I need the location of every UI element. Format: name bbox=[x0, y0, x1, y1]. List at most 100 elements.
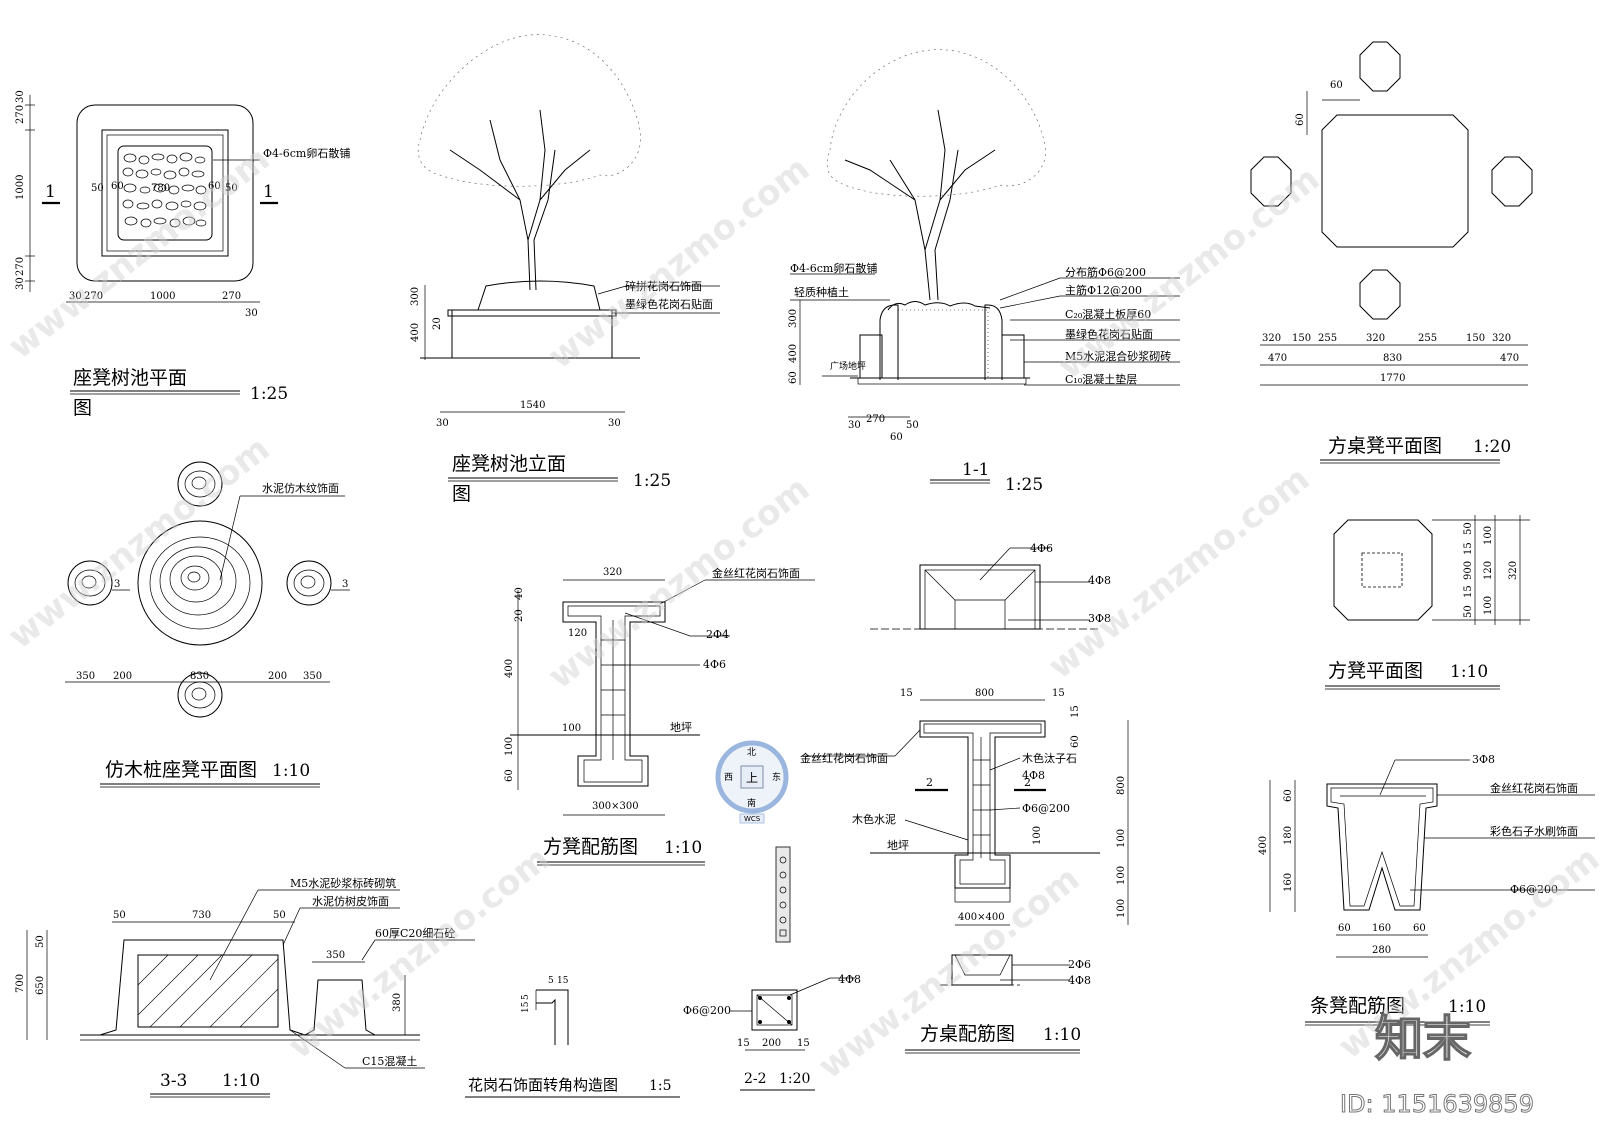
dim: 15 bbox=[900, 688, 913, 699]
granite-corner-title: 花岗石饰面转角构造图 bbox=[468, 1076, 618, 1094]
note: 墨绿色花岗石贴面 bbox=[1065, 327, 1153, 341]
dim: 15 bbox=[1463, 585, 1474, 598]
dim: 60 bbox=[1295, 113, 1306, 126]
note: 木色汰子石 bbox=[1022, 751, 1077, 765]
dim: 300 bbox=[410, 287, 421, 306]
viewcube-south[interactable]: 南 bbox=[747, 797, 756, 809]
section-mark: 2 bbox=[1024, 776, 1031, 789]
dim: 320 bbox=[1366, 333, 1385, 344]
viewcube-west[interactable]: 西 bbox=[724, 772, 733, 783]
pebble-fill bbox=[122, 152, 207, 228]
dim: 60 bbox=[1330, 80, 1343, 91]
section-3-3-scale: 1:10 bbox=[222, 1071, 260, 1091]
note: 4Φ8 bbox=[1022, 769, 1045, 782]
dim: 270 bbox=[15, 105, 26, 124]
pool-elevation-view: 碎拼花岗石饰面 墨绿色花岗石贴面 300 20 400 30 1540 30 座… bbox=[410, 34, 720, 505]
dim: 100 bbox=[1483, 526, 1494, 545]
dim: 50 bbox=[1463, 522, 1474, 535]
dim: 1000 bbox=[15, 175, 26, 200]
dim: 730 bbox=[192, 910, 211, 921]
wood-stump-title: 仿木桩座凳平面图 bbox=[105, 759, 257, 781]
dim: 200 bbox=[762, 1038, 781, 1049]
dim: 1770 bbox=[1380, 373, 1405, 384]
pool-plan-view: Φ4-6cm卵石散铺 30 270 1000 270 30 30 270 100… bbox=[15, 90, 350, 419]
stool-plan-view: 50 15 900 15 50 100 120 100 320 方凳平面图 1:… bbox=[1325, 515, 1530, 690]
dim: 5 bbox=[521, 994, 531, 1000]
dim: 800 bbox=[1116, 776, 1127, 795]
dim: 100 bbox=[1483, 596, 1494, 615]
note: 分布筋Φ6@200 bbox=[1065, 265, 1146, 279]
viewcube-east[interactable]: 东 bbox=[772, 771, 781, 783]
bench-rebar-scale: 1:10 bbox=[1448, 997, 1486, 1017]
dim: 60 bbox=[111, 181, 124, 192]
dim: 50 bbox=[113, 910, 126, 921]
dim: 50 bbox=[35, 935, 46, 948]
dim: 320 bbox=[603, 567, 622, 578]
pool-plan-note: Φ4-6cm卵石散铺 bbox=[263, 146, 350, 160]
dim: 60 bbox=[788, 371, 799, 384]
section-2-2-scale: 1:20 bbox=[779, 1071, 810, 1087]
dim: 100 bbox=[1032, 826, 1043, 845]
section-1-1-scale: 1:25 bbox=[1005, 475, 1043, 495]
note: 2Φ6 bbox=[1068, 958, 1091, 971]
dim: 270 bbox=[222, 291, 241, 302]
navigation-bar[interactable] bbox=[775, 846, 791, 943]
section-3-3-title: 3-3 bbox=[160, 1071, 187, 1091]
watermark-text: www.znzmo.com bbox=[1041, 459, 1317, 687]
dim: 350 bbox=[76, 671, 95, 682]
stool-rebar-view: 320 40 20 120 400 100 100 60 300×300 金丝红… bbox=[504, 566, 815, 866]
dim: 120 bbox=[1483, 561, 1494, 580]
note: 4Φ8 bbox=[1068, 974, 1091, 987]
pool-elev-title-2: 图 bbox=[452, 483, 471, 505]
dim: 470 bbox=[1268, 353, 1287, 364]
dim: 150 bbox=[1466, 333, 1485, 344]
watermark-text: www.znzmo.com bbox=[541, 469, 817, 697]
dim: 830 bbox=[1383, 353, 1402, 364]
viewcube-widget[interactable]: 上 北 南 东 西 WCS bbox=[715, 740, 789, 824]
note: 木色水泥 bbox=[852, 812, 896, 826]
dim: 60 bbox=[890, 432, 903, 443]
dim: 1540 bbox=[520, 400, 545, 411]
note: M5水泥混合砂浆砌砖 bbox=[1065, 349, 1171, 363]
viewcube-top-face[interactable]: 上 bbox=[746, 771, 758, 785]
note: 地坪 bbox=[670, 721, 692, 734]
note: 金丝红花岗石饰面 bbox=[1490, 781, 1578, 795]
section-3-3-view: 50 730 50 350 50 650 700 380 M5水泥砂浆标砖砌筑 … bbox=[15, 876, 475, 1098]
dim: 320 bbox=[1508, 561, 1519, 580]
dim: 1000 bbox=[150, 291, 175, 302]
bench-rebar-title: 条凳配筋图 bbox=[1310, 995, 1405, 1017]
dim: 15 bbox=[557, 976, 569, 986]
stool-plan-scale: 1:10 bbox=[1450, 662, 1488, 682]
tree-icon bbox=[417, 34, 641, 291]
note: 主筋Φ12@200 bbox=[1065, 283, 1142, 297]
dim: 60 bbox=[504, 769, 515, 782]
brand-logo: 知末 ID: 1151639859 bbox=[1340, 1010, 1535, 1118]
note: 水泥仿木纹饰面 bbox=[262, 481, 339, 495]
dim: 15 bbox=[737, 1038, 750, 1049]
dim: 380 bbox=[392, 993, 403, 1012]
dim: 20 bbox=[514, 609, 525, 622]
dim: 780 bbox=[151, 183, 170, 194]
note: 水泥仿树皮饰面 bbox=[312, 894, 389, 908]
dim: 60 bbox=[1338, 923, 1351, 934]
dim: 60 bbox=[1283, 789, 1294, 802]
viewcube-north[interactable]: 北 bbox=[747, 747, 756, 758]
dim: 3 bbox=[114, 579, 120, 590]
viewcube-wcs-label[interactable]: WCS bbox=[744, 815, 761, 823]
watermark-id: ID: 1151639859 bbox=[1340, 1090, 1534, 1118]
table-rebar-scale: 1:10 bbox=[1043, 1025, 1081, 1045]
section-mark: 1 bbox=[45, 182, 56, 202]
note: Φ4-6cm卵石散铺 bbox=[790, 261, 877, 275]
note: M5水泥砂浆标砖砌筑 bbox=[290, 876, 396, 890]
dim: 320 bbox=[1262, 333, 1281, 344]
dim: 150 bbox=[1292, 333, 1311, 344]
dim: 100 bbox=[562, 723, 581, 734]
table-plan-scale: 1:20 bbox=[1473, 437, 1511, 457]
section-2-2-title: 2-2 bbox=[744, 1071, 767, 1087]
section-mark: 2 bbox=[926, 776, 933, 789]
dim: 50 bbox=[273, 910, 286, 921]
note: 彩色石子水刷饰面 bbox=[1490, 824, 1578, 838]
dim: 400 bbox=[410, 323, 421, 342]
section-1-1-title: 1-1 bbox=[962, 460, 989, 480]
